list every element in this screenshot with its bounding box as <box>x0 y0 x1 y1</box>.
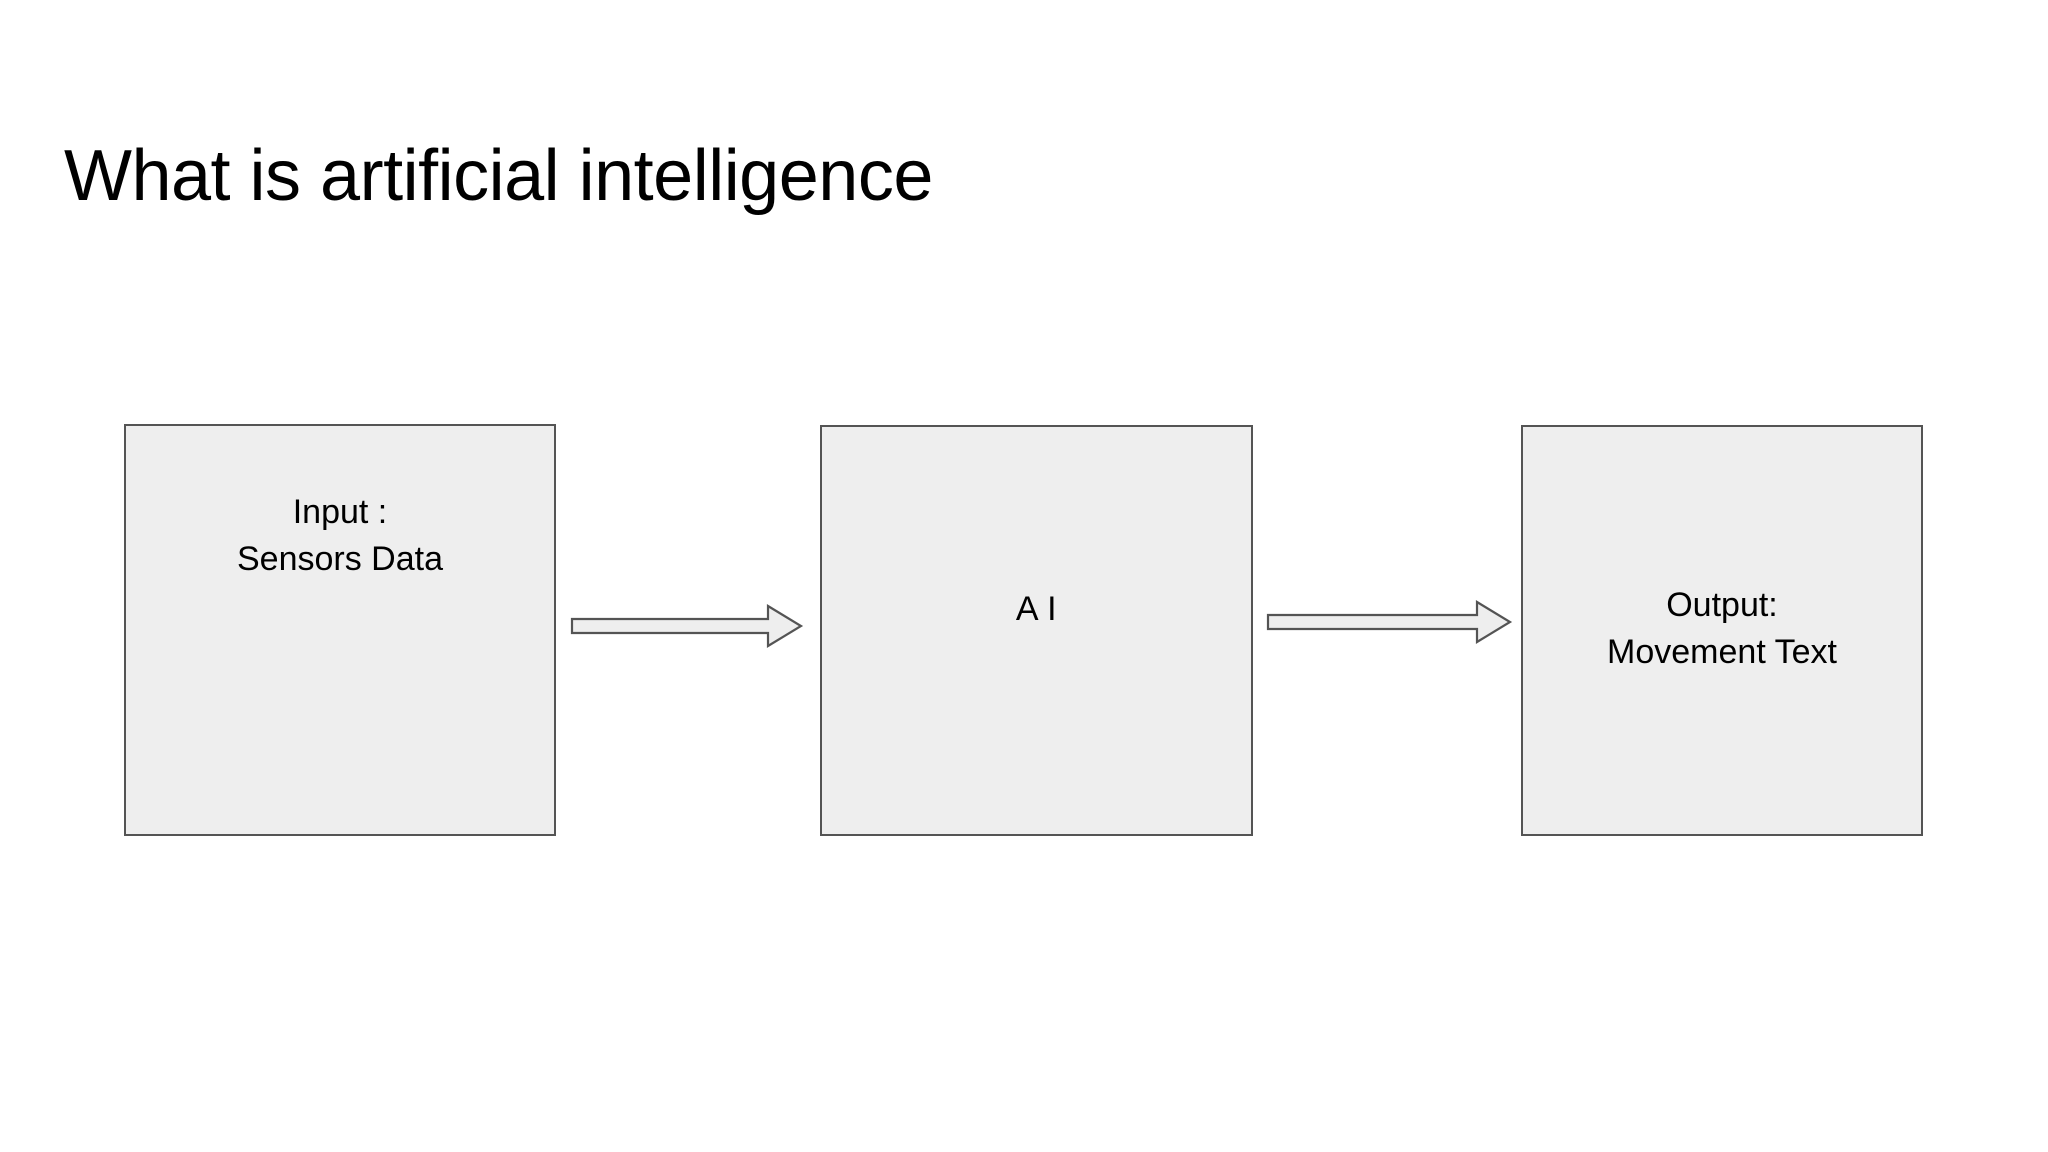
page-title: What is artificial intelligence <box>64 136 933 217</box>
block-arrow-right-icon-ai-to-output <box>1266 600 1513 644</box>
process-box-ai-label: A I <box>1015 590 1058 628</box>
process-box-input[interactable]: Input : Sensors Data <box>124 424 556 836</box>
process-box-output[interactable]: Output: Movement Text <box>1521 425 1923 836</box>
process-box-ai[interactable]: A I <box>820 425 1253 836</box>
process-box-output-label: Output: Movement Text <box>1607 585 1837 671</box>
process-box-input-label: Input : Sensors Data <box>237 493 443 578</box>
block-arrow-right-icon-input-to-ai <box>570 604 804 648</box>
